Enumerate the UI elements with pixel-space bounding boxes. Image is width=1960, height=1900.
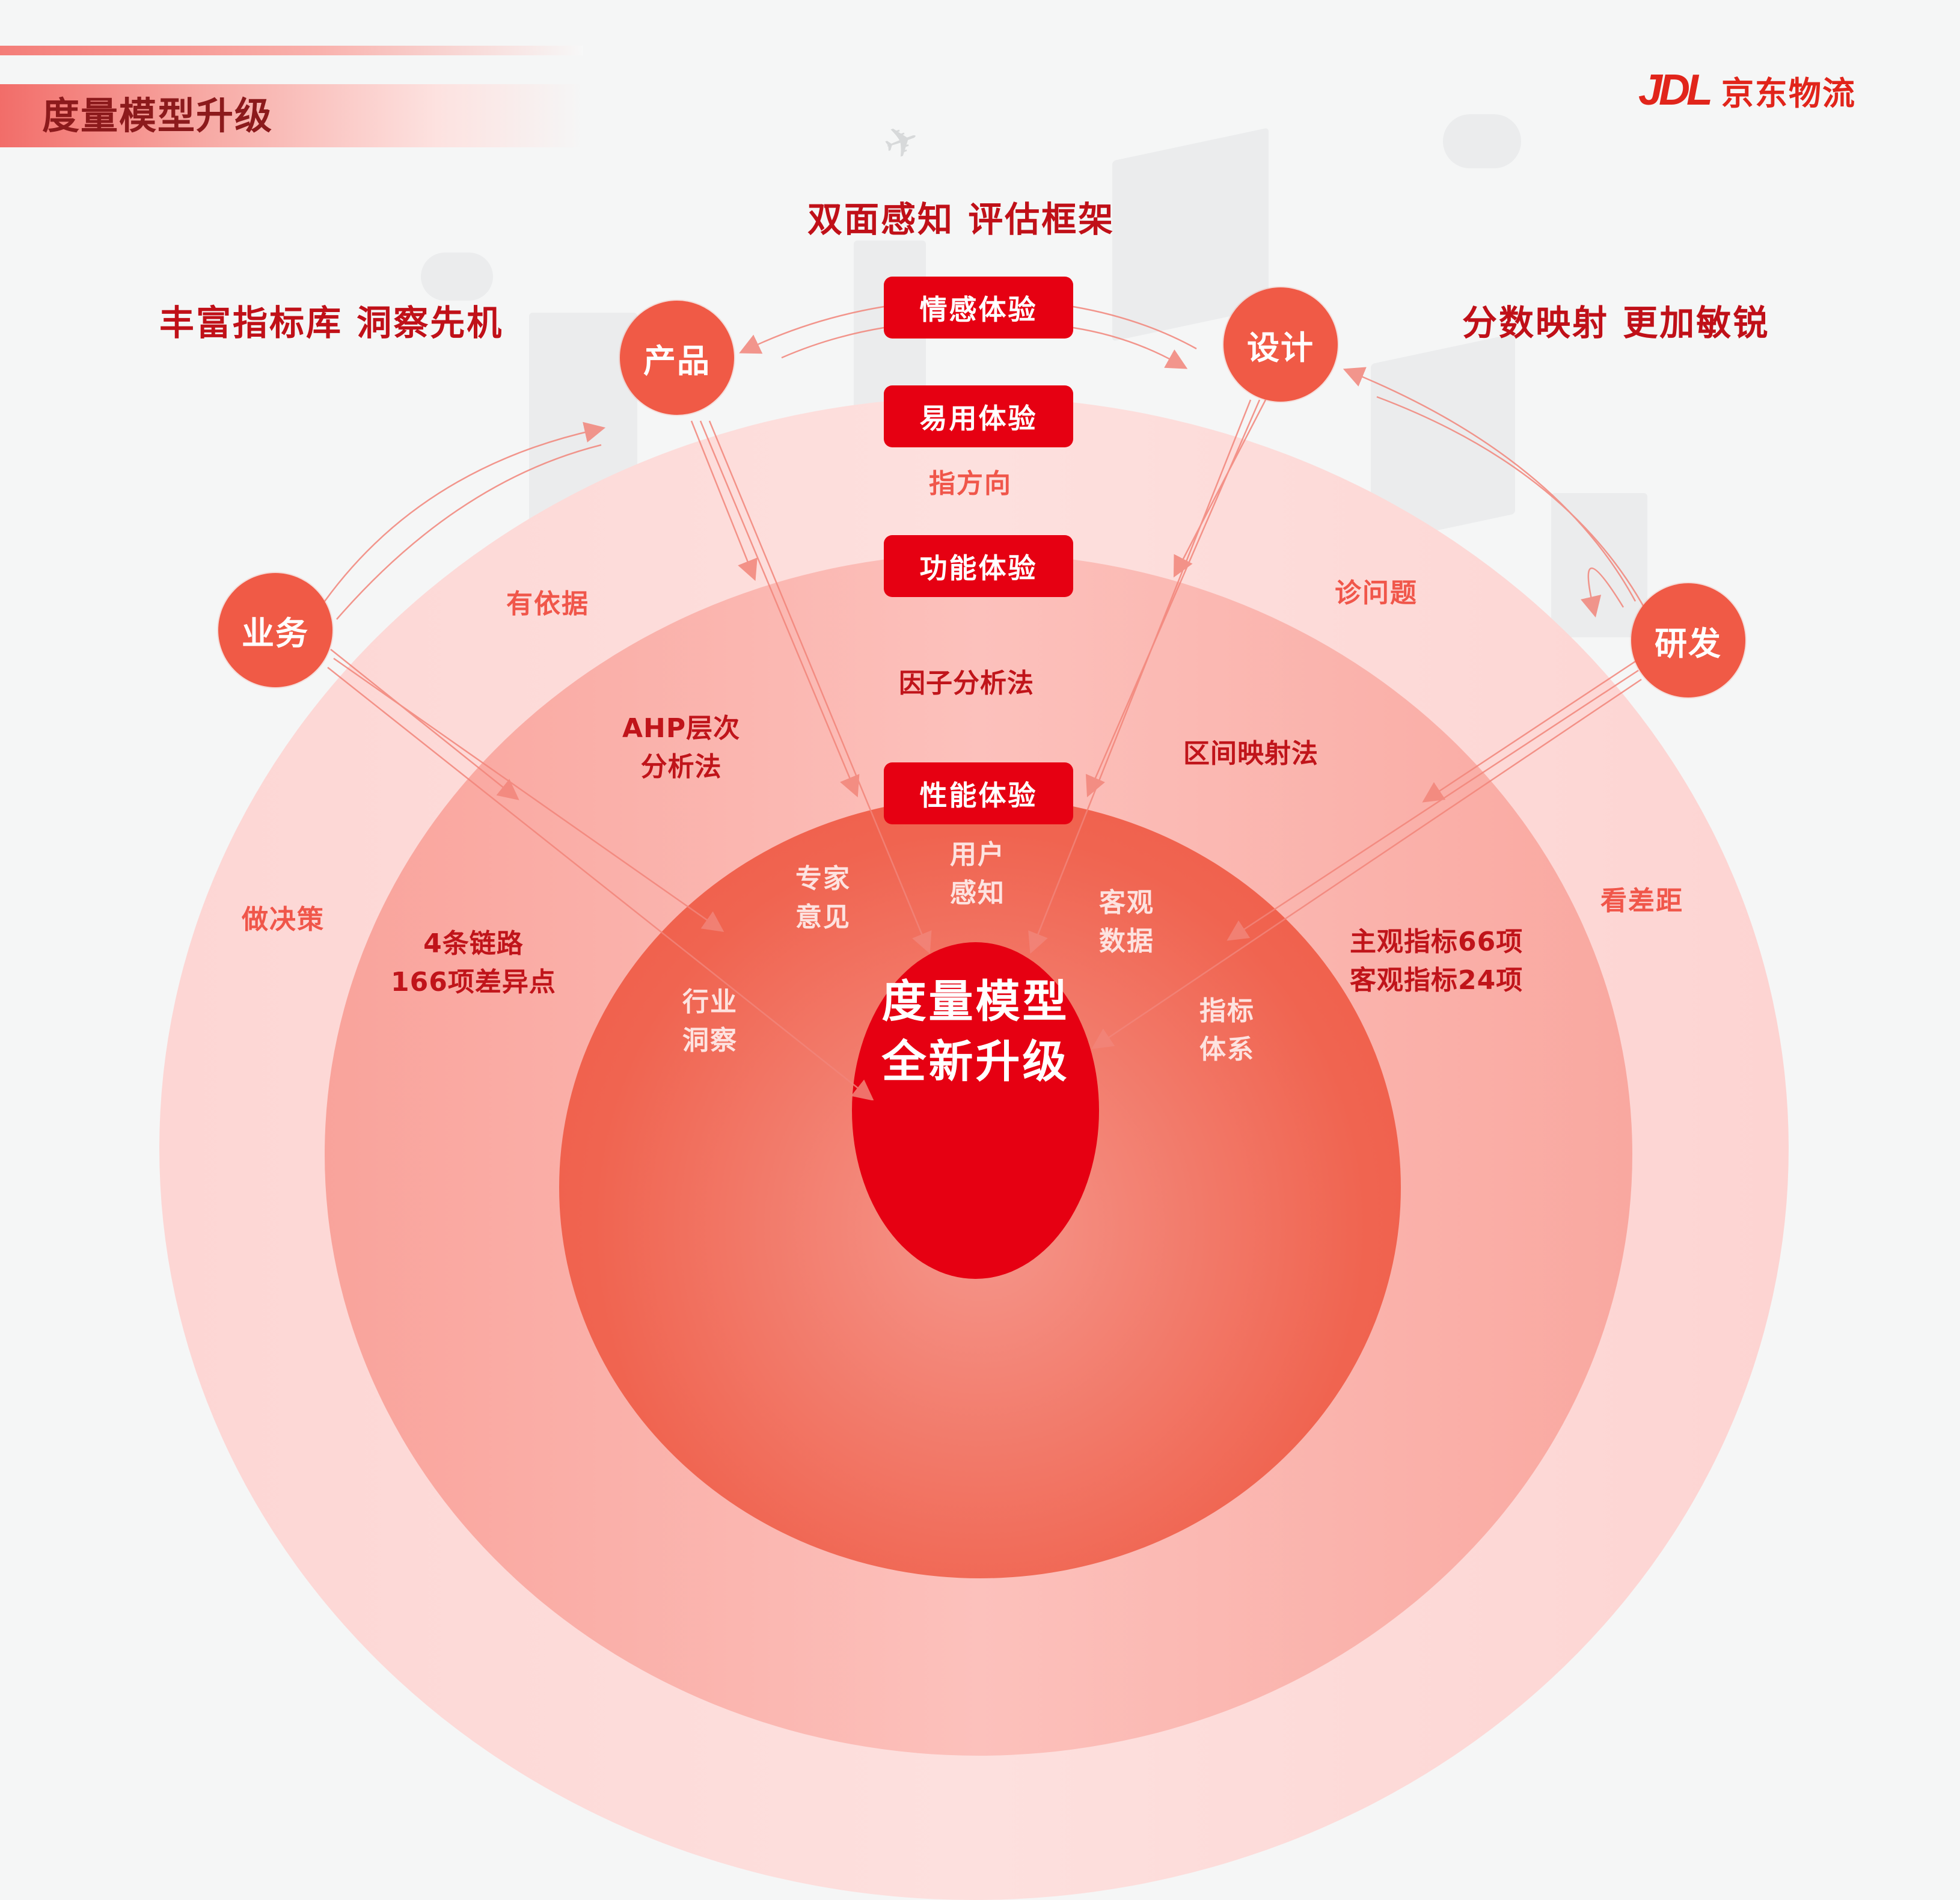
- label-diagnose: 诊问题: [1335, 578, 1418, 608]
- background-building: [1551, 493, 1647, 637]
- label-industry-line2: 洞察: [682, 1025, 738, 1056]
- label-links-line1: 4条链路: [423, 928, 524, 959]
- logo-mark: JDL: [1638, 66, 1713, 114]
- heading-left: 丰富指标库 洞察先机: [159, 302, 504, 343]
- core-title-line1: 度量模型: [881, 976, 1070, 1028]
- label-evidence: 有依据: [506, 589, 589, 619]
- label-metric-line1: 指标: [1199, 996, 1255, 1026]
- label-industry-line1: 行业: [682, 987, 738, 1017]
- label-links: 4条链路 166项差异点: [391, 925, 556, 1002]
- header-accent-line: [0, 46, 583, 55]
- label-metric-system: 指标 体系: [1199, 992, 1255, 1069]
- label-user-line1: 用户: [950, 839, 1005, 870]
- node-business[interactable]: 业务: [218, 573, 332, 687]
- background-cloud: [1443, 114, 1521, 168]
- label-decision: 做决策: [242, 904, 325, 935]
- label-gap: 看差距: [1600, 886, 1683, 916]
- label-objective-line1: 客观: [1099, 887, 1154, 918]
- label-ahp: AHP层次 分析法: [622, 709, 740, 786]
- label-indicators-line1: 主观指标66项: [1350, 927, 1524, 957]
- page-title: 度量模型升级: [42, 94, 274, 138]
- airplane-icon: ✈: [876, 112, 926, 171]
- background-cloud: [421, 253, 493, 301]
- jdl-logo: JDL 京东物流: [1638, 66, 1856, 114]
- label-expert-line2: 意见: [795, 902, 851, 933]
- label-indicators-line2: 客观指标24项: [1350, 965, 1524, 996]
- label-interval-mapping: 区间映射法: [1183, 738, 1318, 769]
- pill-emotional-experience[interactable]: 情感体验: [884, 277, 1073, 339]
- label-ahp-line1: AHP层次: [622, 713, 741, 744]
- core-title-line2: 全新升级: [881, 1036, 1070, 1088]
- label-industry-insight: 行业 洞察: [682, 983, 738, 1060]
- label-ahp-line2: 分析法: [640, 752, 722, 782]
- node-rnd[interactable]: 研发: [1631, 583, 1745, 697]
- node-design[interactable]: 设计: [1223, 287, 1338, 402]
- label-factor-analysis: 因子分析法: [899, 668, 1034, 699]
- title-bar: [0, 84, 583, 147]
- heading-center: 双面感知 评估框架: [807, 199, 1115, 240]
- label-objective-data: 客观 数据: [1099, 884, 1154, 961]
- label-user-perception: 用户 感知: [950, 836, 1005, 913]
- label-links-line2: 166项差异点: [391, 967, 556, 998]
- label-metric-line2: 体系: [1199, 1034, 1255, 1065]
- label-objective-line2: 数据: [1099, 926, 1154, 957]
- label-expert-line1: 专家: [795, 863, 851, 894]
- pill-function-experience[interactable]: 功能体验: [884, 535, 1073, 597]
- node-product[interactable]: 产品: [620, 301, 734, 415]
- label-user-line2: 感知: [950, 878, 1005, 909]
- logo-text: 京东物流: [1721, 74, 1857, 112]
- heading-right: 分数映射 更加敏锐: [1462, 302, 1770, 343]
- pill-usability-experience[interactable]: 易用体验: [884, 385, 1073, 447]
- pill-performance-experience[interactable]: 性能体验: [884, 762, 1073, 824]
- label-indicators: 主观指标66项 客观指标24项: [1350, 923, 1523, 1000]
- label-direction: 指方向: [929, 468, 1012, 499]
- label-expert-opinion: 专家 意见: [795, 860, 851, 937]
